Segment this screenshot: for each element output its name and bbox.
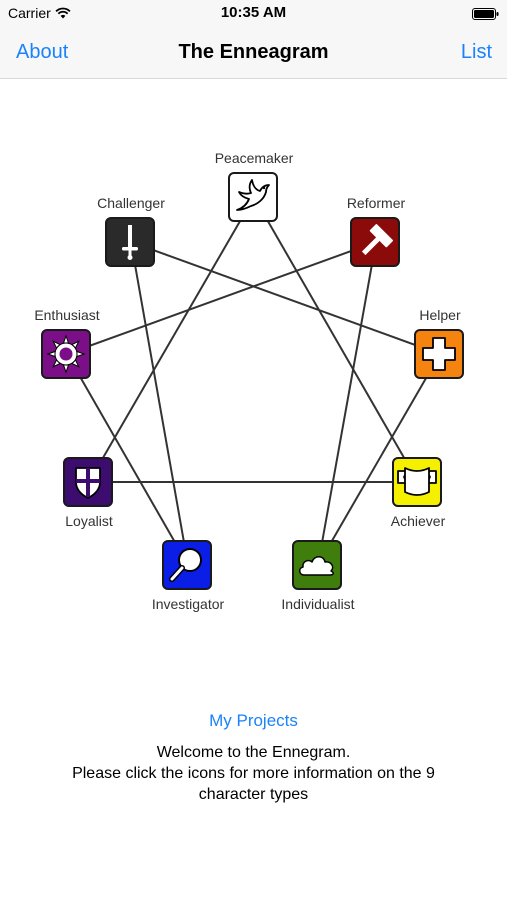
dove-icon [236, 179, 270, 211]
achiever-button[interactable] [392, 457, 442, 507]
cloud-icon [299, 556, 334, 576]
my-projects-link[interactable]: My Projects [209, 711, 298, 730]
sun-gear-icon [46, 334, 86, 374]
label-reformer: Reformer [346, 195, 406, 211]
label-loyalist: Loyalist [65, 513, 113, 529]
carrier-name: Carrier [8, 5, 51, 21]
reformer-button[interactable] [350, 217, 400, 267]
line-individualist-helper [317, 353, 441, 566]
shield-icon [75, 467, 101, 499]
investigator-button[interactable] [162, 540, 212, 590]
individualist-button[interactable] [292, 540, 342, 590]
banner-icon [397, 467, 437, 496]
list-button[interactable]: List [460, 41, 492, 63]
line-investigator-enthusiast [66, 353, 189, 566]
hammer-icon [361, 224, 393, 256]
label-challenger: Challenger [97, 195, 165, 211]
loyalist-button[interactable] [63, 457, 113, 507]
welcome-message: Welcome to the Ennegram. Please click th… [40, 742, 467, 805]
battery-icon [472, 8, 499, 20]
welcome-line-2: Please click the icons for more informat… [72, 765, 435, 803]
line-enthusiast-reformer [66, 241, 377, 355]
enthusiast-button[interactable] [41, 329, 91, 379]
wifi-icon [55, 7, 71, 19]
status-time: 10:35 AM [220, 4, 287, 21]
line-reformer-individualist [317, 241, 377, 566]
label-investigator: Investigator [151, 596, 225, 612]
sword-icon [122, 225, 138, 260]
label-peacemaker: Peacemaker [214, 150, 294, 166]
magnifier-icon [169, 548, 202, 582]
helper-button[interactable] [414, 329, 464, 379]
status-bar: Carrier 10:35 AM [0, 0, 507, 28]
label-enthusiast: Enthusiast [34, 307, 100, 323]
line-challenger-investigator [130, 241, 189, 566]
line-peacemaker-achiever [253, 196, 419, 483]
label-helper: Helper [419, 307, 461, 323]
label-achiever: Achiever [390, 513, 446, 529]
challenger-button[interactable] [105, 217, 155, 267]
cross-icon [422, 337, 456, 371]
label-individualist: Individualist [281, 596, 355, 612]
peacemaker-button[interactable] [228, 172, 278, 222]
line-helper-challenger [130, 241, 441, 355]
welcome-line-1: Welcome to the Ennegram. [156, 744, 351, 761]
line-peacemaker-loyalist [88, 196, 255, 483]
about-button[interactable]: About [16, 41, 69, 63]
status-carrier: Carrier [8, 5, 71, 21]
